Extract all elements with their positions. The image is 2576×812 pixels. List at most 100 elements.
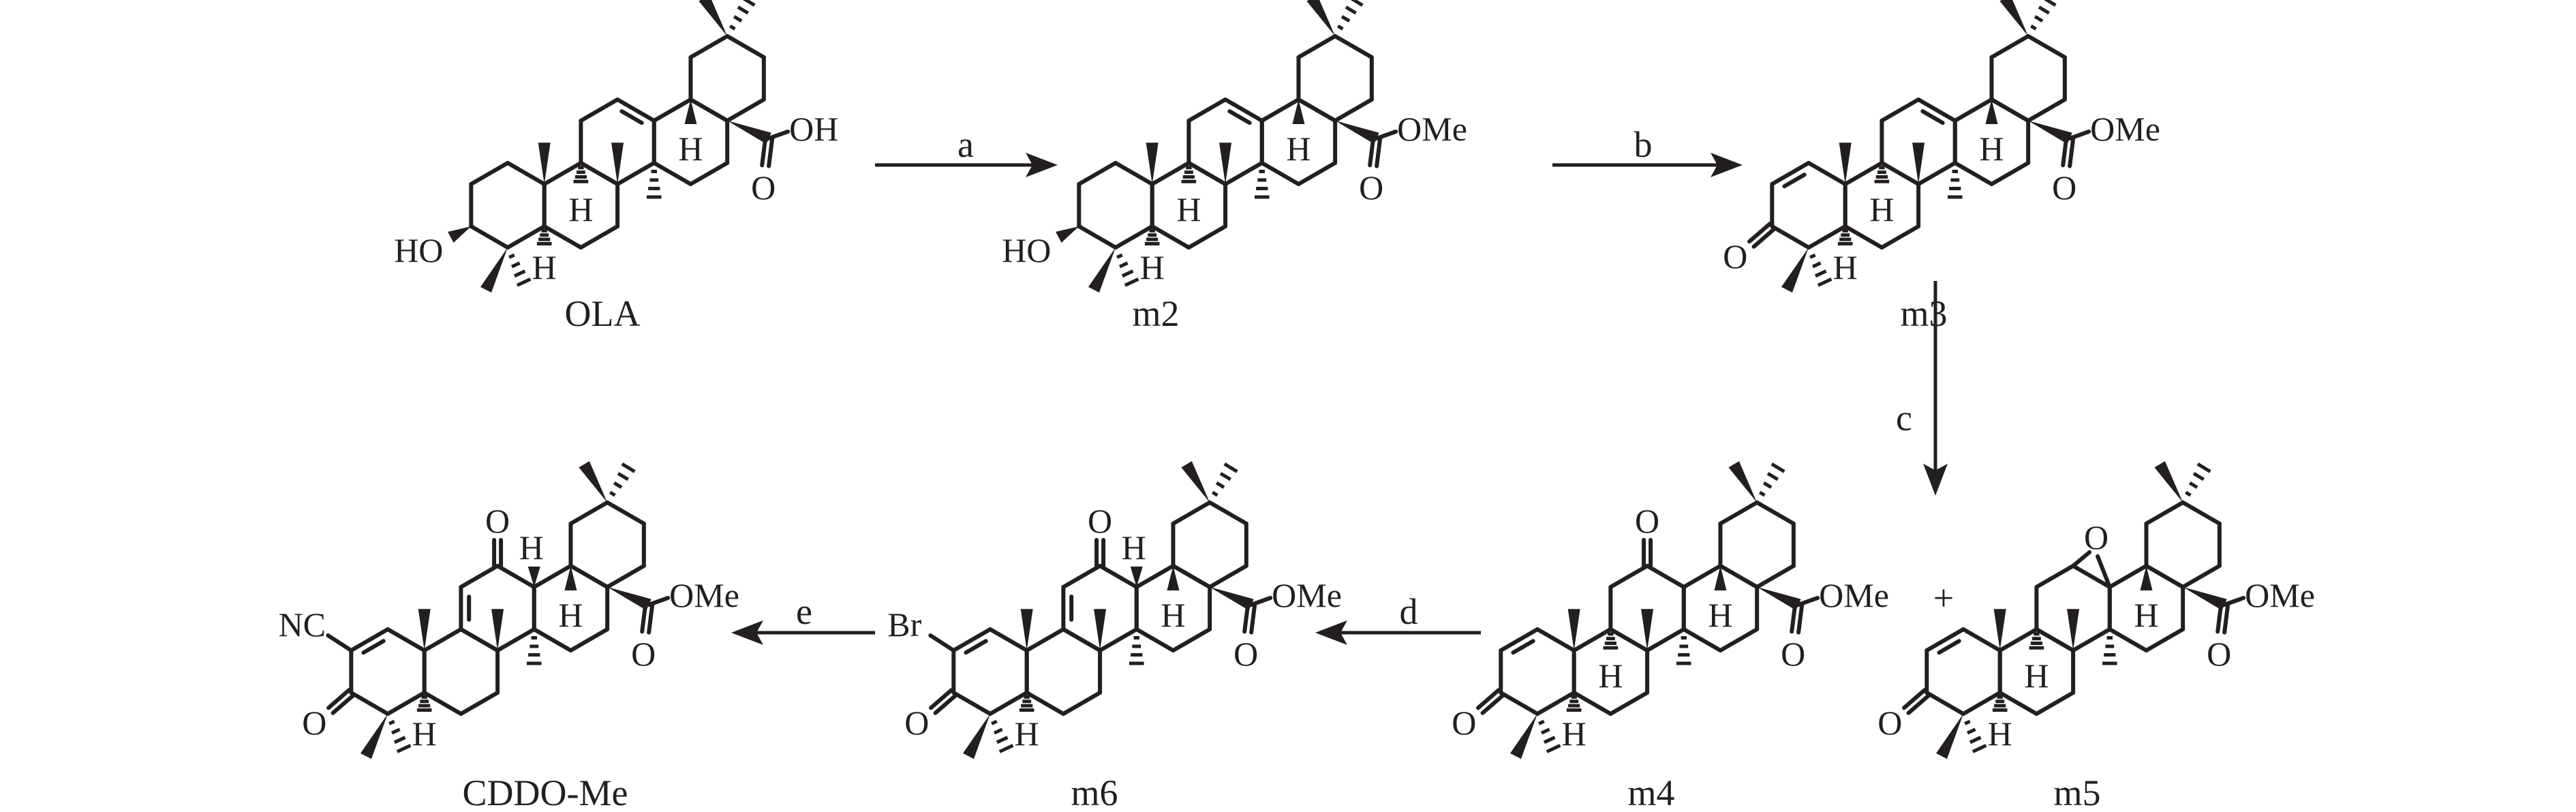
plus-sign: + xyxy=(1933,577,1954,618)
ring-bond xyxy=(1880,224,1921,250)
wedge-bond xyxy=(1641,609,1654,650)
ring-bond xyxy=(2144,500,2186,526)
arrow-d: d xyxy=(1315,591,1481,645)
wedge-bond xyxy=(2028,121,2072,145)
ring-bond xyxy=(2034,564,2076,589)
double-bond-line xyxy=(1511,639,1535,655)
hash-bond xyxy=(1350,0,1364,7)
hash-bond xyxy=(1759,490,1766,497)
hash-bond xyxy=(510,261,521,269)
arrow-label-a: a xyxy=(957,124,974,165)
ring-bond xyxy=(422,627,463,652)
hash-bond xyxy=(2185,490,2192,497)
hash-bond xyxy=(617,472,629,481)
ring-bond xyxy=(615,97,656,123)
ester-label: OMe xyxy=(1272,576,1342,614)
ring-bond xyxy=(1134,564,1176,589)
ring-bond xyxy=(1208,500,1248,526)
h-label: H xyxy=(1598,657,1623,695)
carbonyl-o-label: O xyxy=(1781,635,1805,673)
ring-bond xyxy=(1098,564,1139,589)
ring-bond xyxy=(542,224,583,250)
h-label: H xyxy=(2024,657,2049,695)
double-bond-line xyxy=(640,602,648,634)
ring-bond xyxy=(2034,627,2076,652)
ring-bond xyxy=(1718,500,1760,526)
ring-bond xyxy=(1645,564,1686,589)
ketone-o-label: O xyxy=(1723,237,1747,275)
ring-bond xyxy=(349,691,390,716)
hash-bond xyxy=(1340,15,1351,23)
wedge-bond xyxy=(1728,461,1758,502)
ring-bond xyxy=(1259,161,1301,186)
wedge-bond xyxy=(607,587,651,611)
arrow-c: c xyxy=(1896,281,1948,496)
ring-bond xyxy=(2144,564,2186,589)
carbonyl-o-label: O xyxy=(2052,168,2076,207)
hash-bond xyxy=(1538,719,1545,725)
ring-bond xyxy=(1333,97,1374,123)
arrow-b: b xyxy=(1552,124,1743,177)
wedge-bond xyxy=(1292,100,1305,124)
hash-bond xyxy=(1118,261,1129,269)
wedge-bond xyxy=(1567,609,1580,650)
wedge-bond xyxy=(1839,142,1852,184)
hash-bond xyxy=(742,0,756,7)
h-label: H xyxy=(1979,130,2004,168)
ring-bond xyxy=(1843,161,1884,186)
double-bond-line xyxy=(1480,693,1505,715)
hash-bond xyxy=(388,719,395,725)
arrow-label-b: b xyxy=(1634,124,1653,165)
ring-bond xyxy=(1296,34,1338,59)
wedge-bond xyxy=(727,121,771,145)
ring-bond xyxy=(386,691,427,716)
hash-bond xyxy=(733,15,743,23)
ring-bond xyxy=(1961,627,2002,652)
hash-bond xyxy=(737,5,749,15)
double-bond-line xyxy=(1375,136,1383,168)
wedge-bond xyxy=(1993,609,2006,650)
ring-bond xyxy=(1989,97,2031,123)
ring-bond xyxy=(2107,627,2149,652)
hash-bond xyxy=(1770,462,1785,473)
double-bond-line xyxy=(2061,136,2069,168)
ring-bond xyxy=(1296,161,1338,186)
ring-bond xyxy=(615,161,656,186)
hash-bond xyxy=(1215,481,1225,490)
hash-bond xyxy=(613,481,623,490)
ring-bond xyxy=(2026,97,2067,123)
h13-label: H xyxy=(519,528,544,567)
arrow-label-e: e xyxy=(796,591,812,632)
ring-bond xyxy=(422,691,463,716)
wedge-bond xyxy=(1094,609,1107,650)
epoxide-bond xyxy=(2071,550,2092,568)
h-label: H xyxy=(1286,130,1310,168)
h-label: H xyxy=(1161,596,1185,634)
double-bond-line xyxy=(361,639,386,655)
ester-label: OMe xyxy=(1397,110,1467,148)
ring-bond xyxy=(1296,97,1338,123)
wedge-bond xyxy=(1985,100,1998,124)
double-bond-line xyxy=(1796,603,1805,635)
carbonyl-o-label: O xyxy=(751,168,776,207)
ring-bond xyxy=(688,97,730,123)
ring-bond xyxy=(1186,224,1228,250)
ring-bond xyxy=(1061,564,1103,589)
hash-bond xyxy=(991,719,998,725)
ring-bond xyxy=(605,564,646,589)
ring-bond xyxy=(1718,627,1760,652)
ester-label: OMe xyxy=(2245,576,2315,614)
ring-bond xyxy=(469,161,510,186)
compound-name: OLA xyxy=(565,293,641,334)
hash-bond xyxy=(993,727,1003,735)
epoxide-o-label: O xyxy=(2084,518,2109,556)
ring-bond xyxy=(1061,627,1103,652)
carbonyl-o-label: O xyxy=(631,635,656,673)
carbonyl-o-label: O xyxy=(2207,635,2231,673)
hash-bond xyxy=(1817,277,1833,287)
arrow-a: a xyxy=(875,124,1058,177)
hash-bond xyxy=(1766,472,1779,481)
